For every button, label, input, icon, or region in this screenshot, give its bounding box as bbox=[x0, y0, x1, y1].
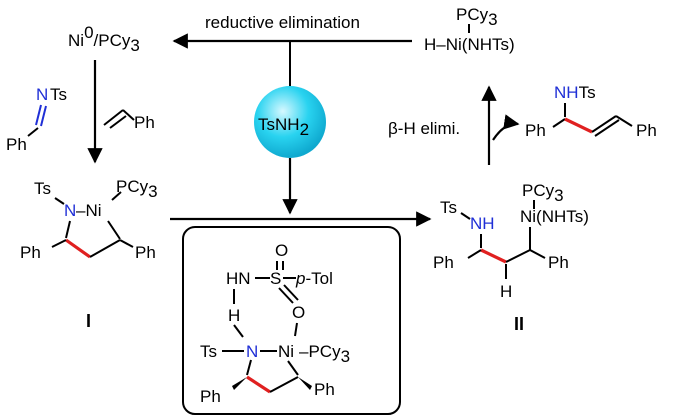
svg-text:PCy3: PCy3 bbox=[116, 177, 158, 201]
ts-hn: HN bbox=[226, 269, 251, 288]
product-new-cc-bond bbox=[564, 117, 593, 134]
imine-cn-double-bond-1 bbox=[35, 104, 42, 126]
svg-text:NHTs: NHTs bbox=[554, 83, 596, 102]
product-nh: NH bbox=[554, 83, 579, 102]
reagent-sphere bbox=[254, 86, 326, 158]
ts-new-cc-bond bbox=[246, 375, 271, 394]
reductive-elimination-label: reductive elimination bbox=[205, 13, 360, 32]
svg-text:Ni0/PCy3: Ni0/PCy3 bbox=[68, 23, 140, 55]
imine-cn-double-bond-2 bbox=[40, 105, 47, 127]
II-label: II bbox=[514, 314, 524, 334]
I-new-cc-bond bbox=[65, 238, 91, 259]
nickel-hydride-species: PCy3 H–Ni(NHTs) bbox=[424, 5, 515, 54]
svg-text:TsNH2: TsNH2 bbox=[258, 115, 309, 139]
catalyst-ligand-subscript: 3 bbox=[130, 36, 139, 55]
allylic-amine-product: NHTs Ph Ph bbox=[525, 83, 657, 140]
styrene: Ph bbox=[103, 109, 155, 132]
II-ts: Ts bbox=[440, 198, 457, 217]
imine-ph: Ph bbox=[6, 135, 27, 154]
ts-o-top: O bbox=[275, 241, 288, 260]
I-ph-right: Ph bbox=[135, 243, 156, 262]
catalyst-ni-oxidation-state: 0 bbox=[84, 23, 93, 42]
II-ph-left: Ph bbox=[433, 253, 454, 272]
intermediate-I: Ts N –Ni PCy3 Ph Ph I bbox=[20, 177, 158, 331]
ts-o-bottom: O bbox=[292, 303, 305, 322]
product-ph-left: Ph bbox=[525, 121, 546, 140]
catalyst-ni: Ni bbox=[68, 31, 84, 50]
hydride-pcy: PCy bbox=[456, 5, 489, 24]
II-new-cc-bond bbox=[480, 248, 507, 264]
n-tosyl-imine: N Ts Ph bbox=[6, 85, 67, 154]
I-pcy: PCy bbox=[116, 177, 149, 196]
product-ph-right: Ph bbox=[636, 121, 657, 140]
hydride-pcy-subscript: 3 bbox=[488, 10, 497, 29]
imine-c-ph-bond bbox=[27, 127, 39, 137]
II-pcy: PCy bbox=[522, 181, 555, 200]
II-pcy-subscript: 3 bbox=[554, 186, 563, 205]
ts-ph-right: Ph bbox=[314, 380, 335, 399]
I-ph-left: Ph bbox=[20, 243, 41, 262]
ts-ts: Ts bbox=[200, 342, 217, 361]
ts-wedge-right bbox=[298, 377, 312, 390]
ts-p-italic: p bbox=[295, 269, 305, 288]
intermediate-II: Ts NH PCy3 Ni(NHTs) H Ph Ph II bbox=[433, 181, 589, 334]
ts-pcy-subscript: 3 bbox=[341, 347, 350, 366]
ts-tol: -Tol bbox=[305, 269, 332, 288]
II-h: H bbox=[500, 282, 512, 301]
ts-ni: Ni bbox=[278, 342, 294, 361]
hydride-h-ni-nhts: H–Ni(NHTs) bbox=[424, 35, 515, 54]
ts-nitrogen: N bbox=[246, 342, 258, 361]
II-ni-nhts: Ni(NHTs) bbox=[520, 207, 589, 226]
ts-box-frame bbox=[182, 226, 401, 415]
imine-nitrogen: N bbox=[36, 85, 48, 104]
beta-h-label: β-H elimi. bbox=[388, 119, 460, 138]
catalyst-ligand: /PCy bbox=[94, 31, 131, 50]
I-nitrogen: N bbox=[64, 201, 76, 220]
svg-text:PCy3: PCy3 bbox=[456, 5, 498, 29]
I-pcy-subscript: 3 bbox=[148, 182, 157, 201]
I-label: I bbox=[86, 311, 91, 331]
reagent-tsnh: TsNH bbox=[258, 115, 300, 134]
I-ts: Ts bbox=[34, 179, 51, 198]
ts-ph-left: Ph bbox=[200, 387, 221, 406]
II-nh: NH bbox=[470, 214, 495, 233]
II-ph-right: Ph bbox=[548, 253, 569, 272]
transition-state-box: HN S O p-Tol O H Ts N Ni –PCy3 Ph Ph bbox=[182, 226, 401, 415]
ts-h: H bbox=[228, 306, 240, 325]
styrene-ph: Ph bbox=[134, 113, 155, 132]
product-ts: Ts bbox=[579, 83, 596, 102]
curved-product-arrow bbox=[492, 114, 520, 141]
catalyst-ni0-pcy3: Ni0/PCy3 bbox=[68, 23, 140, 55]
ts-wedge-left bbox=[232, 377, 247, 390]
ts-sulfur: S bbox=[270, 269, 281, 288]
svg-text:PCy3: PCy3 bbox=[522, 181, 564, 205]
I-ni: –Ni bbox=[76, 201, 102, 220]
svg-text:p-Tol: p-Tol bbox=[295, 269, 333, 288]
reagent-subscript: 2 bbox=[300, 120, 309, 139]
tsnh2-reagent: TsNH2 bbox=[254, 86, 326, 158]
imine-ts: Ts bbox=[50, 85, 67, 104]
svg-text:–PCy3: –PCy3 bbox=[299, 342, 350, 366]
ts-pcy: –PCy bbox=[299, 342, 341, 361]
